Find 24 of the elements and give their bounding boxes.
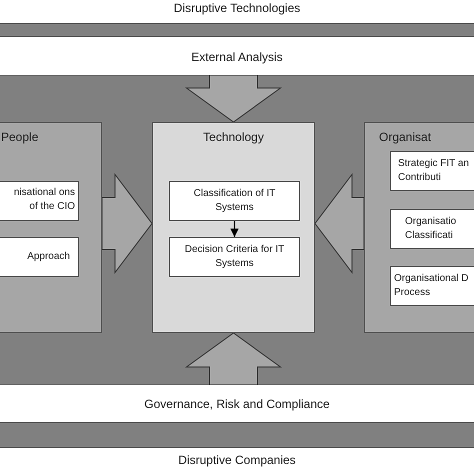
- item-box: [169, 237, 300, 277]
- band-label: External Analysis: [191, 49, 283, 66]
- arrow: [184, 74, 282, 123]
- arrow: [230, 221, 239, 237]
- box-heading: Organisat: [379, 129, 432, 146]
- item-box: [169, 181, 300, 221]
- arrow: [184, 332, 282, 386]
- box-text: Organisational D Process: [394, 272, 470, 299]
- box-heading: People: [1, 129, 38, 146]
- divider-bar: [0, 422, 474, 448]
- box-heading: Technology: [203, 129, 264, 146]
- box-text: Decision Criteria for IT Systems: [184, 243, 286, 270]
- category-box: [152, 122, 315, 333]
- arrow: [314, 173, 364, 274]
- band-label: Disruptive Technologies: [172, 1, 302, 15]
- box-text: Strategic FIT an Contributi: [398, 157, 470, 184]
- band-label: Governance, Risk and Compliance: [144, 396, 330, 412]
- divider-bar: [0, 23, 474, 37]
- band-label: Disruptive Companies: [177, 453, 297, 467]
- box-text: nisational ons of the CIO: [12, 186, 75, 213]
- box-text: Classification of IT Systems: [192, 187, 276, 214]
- box-text: Approach: [26, 250, 70, 264]
- arrow: [102, 173, 153, 274]
- box-text: Organisatio Classificati: [405, 215, 458, 242]
